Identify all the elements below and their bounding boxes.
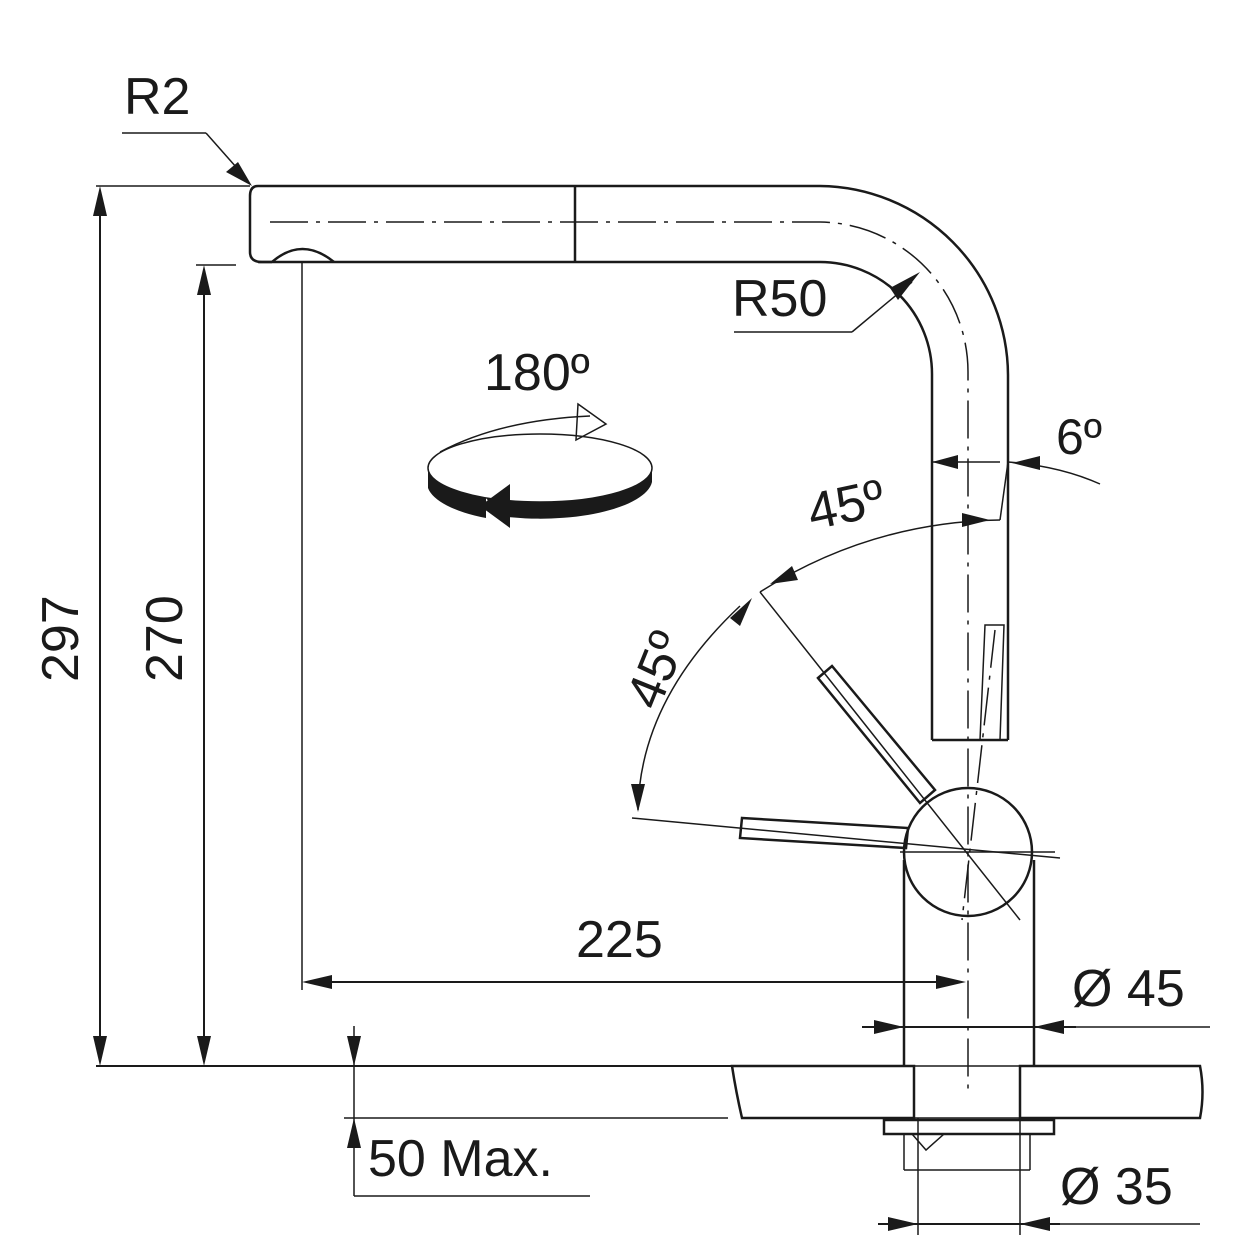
dimension-tilt-angle xyxy=(932,455,1101,521)
dimension-height-total xyxy=(93,185,250,1066)
dimension-height-spout xyxy=(196,264,236,1066)
label-reach: 225 xyxy=(576,911,663,969)
label-rotation: 180º xyxy=(484,344,590,402)
label-hole-diameter: Ø 35 xyxy=(1060,1158,1173,1216)
label-lever-angle-upper: 45º xyxy=(802,469,889,542)
mounting-hardware xyxy=(882,1118,1056,1171)
dimension-body-diameter xyxy=(862,1020,1210,1034)
lever-45 xyxy=(759,591,1021,921)
dimension-hole-diameter xyxy=(878,1118,1200,1235)
rotation-arrow-icon xyxy=(427,402,653,528)
lever-90 xyxy=(631,816,1061,859)
faucet-body xyxy=(902,786,1036,1065)
label-r50: R50 xyxy=(732,270,827,328)
leader-r50 xyxy=(734,272,920,333)
dimension-lever-angle-upper xyxy=(759,513,1001,593)
faucet-spout xyxy=(248,184,1010,742)
dimension-reach xyxy=(301,262,966,990)
dimension-max-thickness xyxy=(344,1026,728,1197)
leader-r2 xyxy=(122,132,252,186)
countertop xyxy=(730,1064,1204,1120)
label-tilt: 6º xyxy=(1056,409,1102,465)
label-max-thickness: 50 Max. xyxy=(368,1130,553,1188)
label-lever-angle-lower: 45º xyxy=(615,624,698,717)
label-r2: R2 xyxy=(124,68,190,126)
label-body-diameter: Ø 45 xyxy=(1072,960,1185,1018)
label-height-total: 297 xyxy=(32,595,90,682)
spout-centerline xyxy=(270,221,969,1090)
label-height-spout: 270 xyxy=(136,595,194,682)
dimension-lever-angle-lower xyxy=(631,598,752,812)
lever-upright xyxy=(961,624,1005,921)
